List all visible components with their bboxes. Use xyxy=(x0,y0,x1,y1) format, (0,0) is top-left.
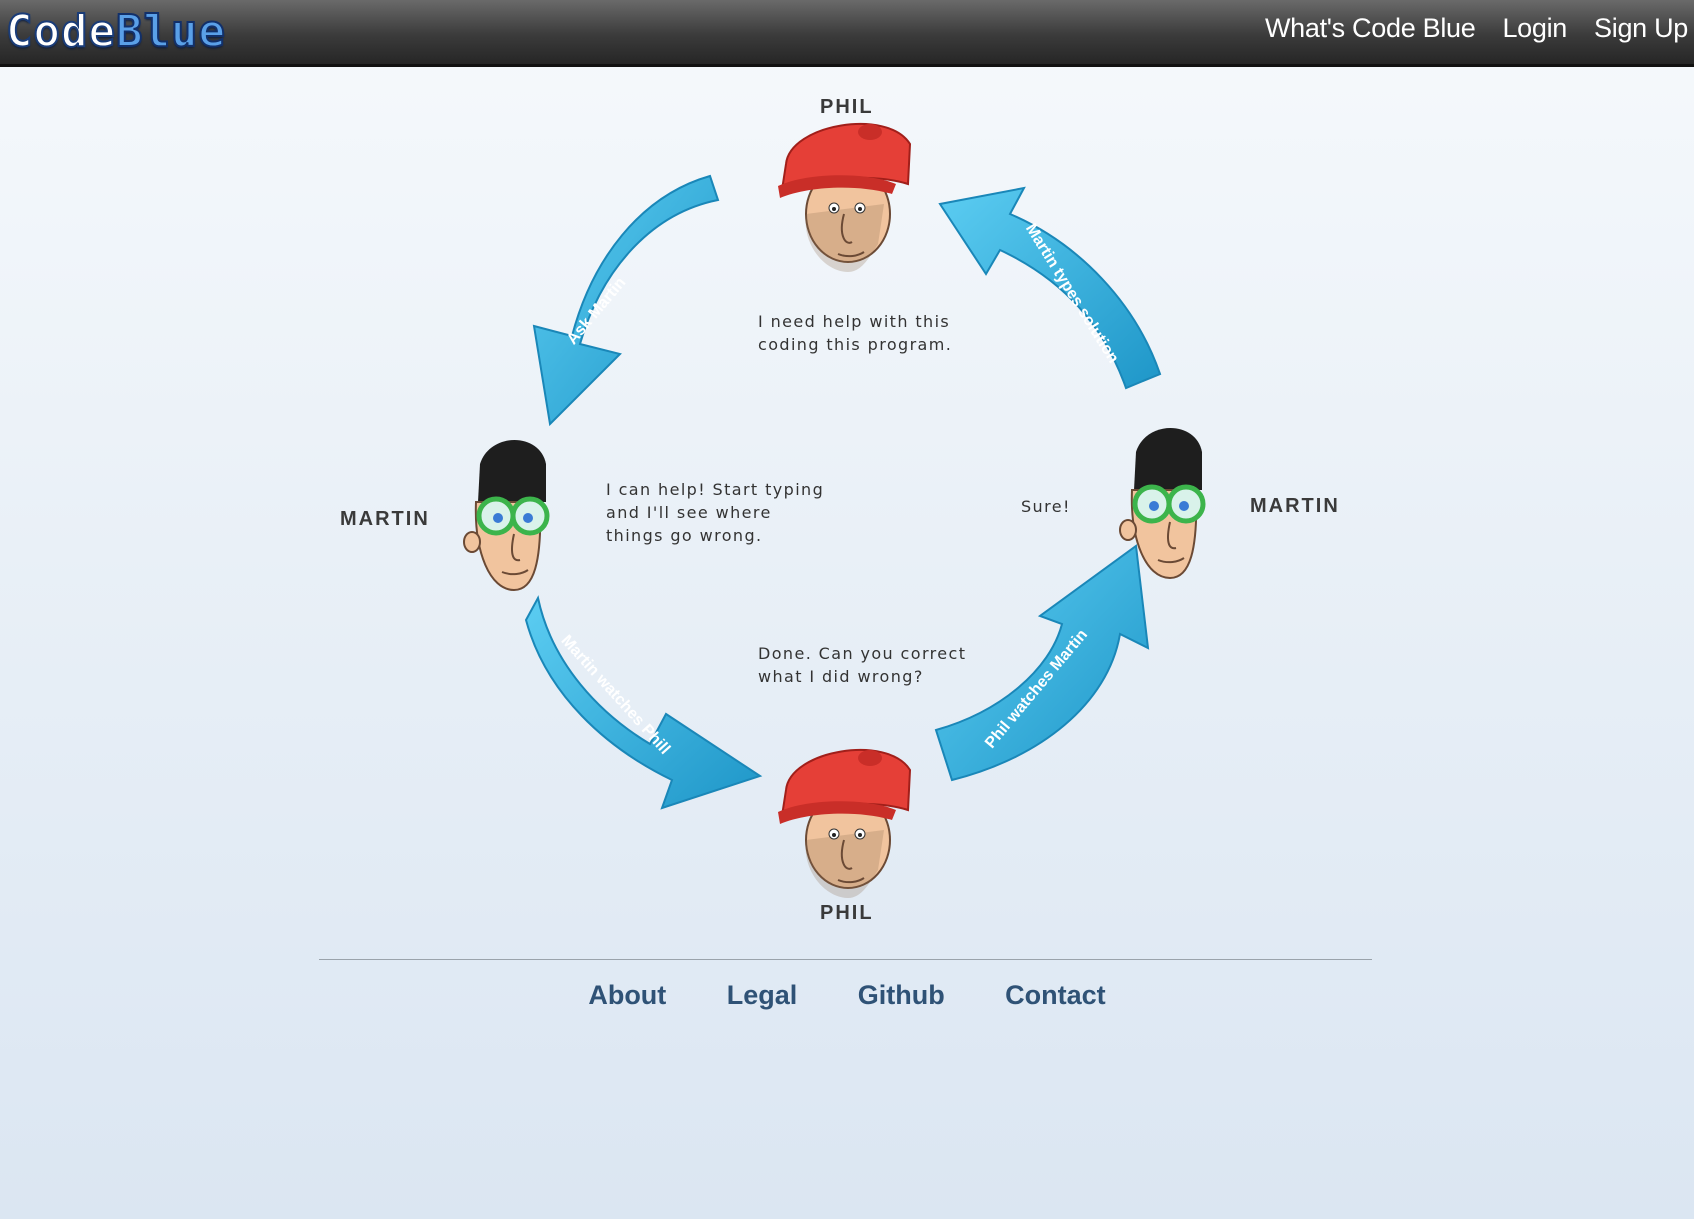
speech-martin-right: Sure! xyxy=(1021,497,1071,516)
footer-divider xyxy=(319,959,1372,960)
arrow-martin-types-solution xyxy=(938,186,1162,390)
top-navbar: CodeBlue What's Code Blue Login Sign Up xyxy=(0,0,1694,67)
arrow-ask-martin xyxy=(532,174,720,427)
nav-whats-code-blue[interactable]: What's Code Blue xyxy=(1264,12,1476,43)
nav-sign-up[interactable]: Sign Up xyxy=(1594,12,1688,43)
speech-phil-top: I need help with this coding this progra… xyxy=(758,312,953,354)
phil-avatar-top xyxy=(777,122,911,274)
logo-blue-text: Blue xyxy=(115,5,226,58)
footer-link-github[interactable]: Github xyxy=(857,980,945,1010)
name-martin-left: MARTIN xyxy=(340,508,430,530)
pair-programming-diagram: Ask Martin Martin types solution Martin … xyxy=(0,64,1694,964)
speech-martin-left: I can help! Start typing and I'll see wh… xyxy=(606,480,825,545)
speech-phil-bottom: Done. Can you correct what I did wrong? xyxy=(758,644,967,686)
footer-link-legal[interactable]: Legal xyxy=(726,980,798,1010)
name-phil-top: PHIL xyxy=(820,96,874,118)
name-martin-right: MARTIN xyxy=(1250,495,1340,517)
header-nav: What's Code Blue Login Sign Up xyxy=(1238,0,1688,56)
cycle-arrows-graphic: Ask Martin Martin types solution Martin … xyxy=(0,122,1694,899)
footer-link-contact[interactable]: Contact xyxy=(1005,980,1106,1010)
logo-code-text: Code xyxy=(5,5,116,58)
codeblue-logo[interactable]: CodeBlue xyxy=(5,5,226,58)
arrow-martin-watches-phill xyxy=(524,595,763,810)
martin-avatar-left xyxy=(464,440,547,590)
nav-login[interactable]: Login xyxy=(1502,12,1568,43)
name-phil-bottom: PHIL xyxy=(820,902,874,924)
arrow-phil-watches-martin xyxy=(934,544,1150,782)
footer-nav: About Legal Github Contact xyxy=(0,980,1694,1011)
phil-avatar-bottom xyxy=(777,748,911,899)
footer-link-about[interactable]: About xyxy=(588,980,667,1010)
